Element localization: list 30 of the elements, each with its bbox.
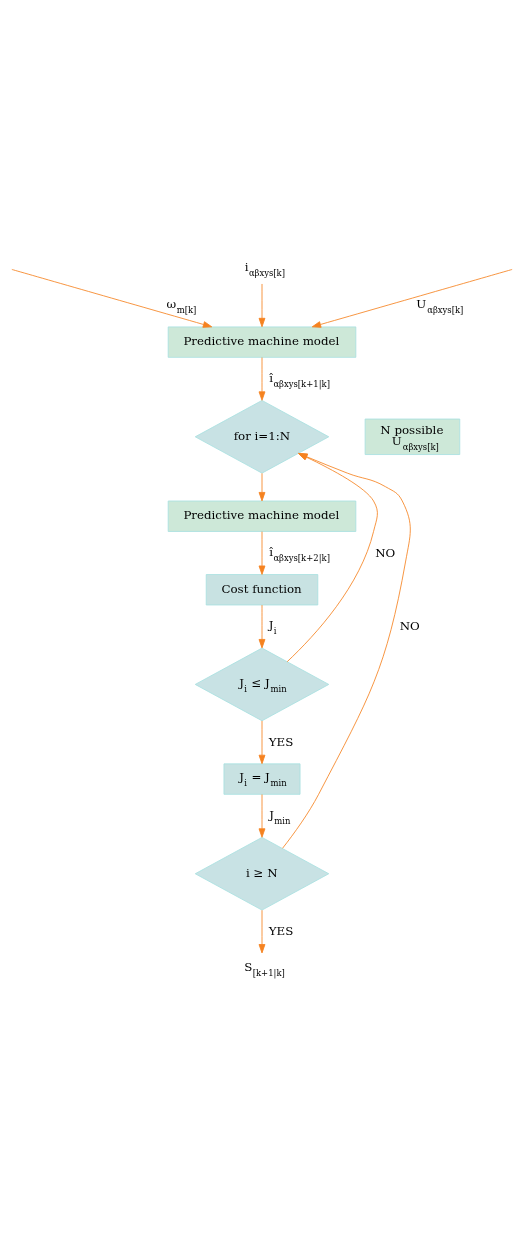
- arrow: [258, 909, 266, 953]
- arrow: [258, 604, 266, 648]
- edge-label: J$_{i}$: [268, 617, 277, 636]
- node-box: Predictive machine model: [167, 500, 357, 532]
- node-diamond: for i=1:N: [194, 399, 330, 474]
- arrow: [258, 356, 266, 401]
- arrow: [258, 720, 266, 764]
- edge-label: ω$_{m[k]}$: [166, 296, 197, 315]
- arrow: [11, 268, 213, 328]
- node-text: i$_{αβxys[k]}$: [244, 259, 286, 278]
- node-box: Cost function: [205, 573, 319, 605]
- arrow: [258, 793, 266, 838]
- edge-label: î$_{αβxys[k+1|k]}$: [269, 370, 330, 389]
- edge-label: NO: [399, 618, 420, 633]
- node-diamond: J$_{i}$ ≤ J$_{min}$: [194, 647, 330, 721]
- arrow: [258, 472, 266, 501]
- edge-label: U$_{αβxys[k]}$: [416, 296, 464, 315]
- node-diamond: i ≥ N: [194, 836, 330, 910]
- arrow: [258, 283, 266, 327]
- edge-label: NO: [375, 545, 396, 560]
- edge-label: J$_{min}$: [269, 807, 291, 826]
- edge-label: î$_{αβxys[k+2|k]}$: [269, 544, 330, 563]
- node-text: S$_{[k+1|k]}$: [244, 959, 285, 978]
- edge-label: YES: [268, 734, 294, 749]
- node-box: Predictive machine model: [167, 326, 357, 358]
- arrow: [258, 530, 266, 575]
- node-box: J$_{i}$ = J$_{min}$: [223, 762, 301, 795]
- node-box: N possible U$_{αβxys[k]}$: [364, 418, 461, 455]
- arrow: [311, 268, 513, 328]
- edge-label: YES: [268, 923, 294, 938]
